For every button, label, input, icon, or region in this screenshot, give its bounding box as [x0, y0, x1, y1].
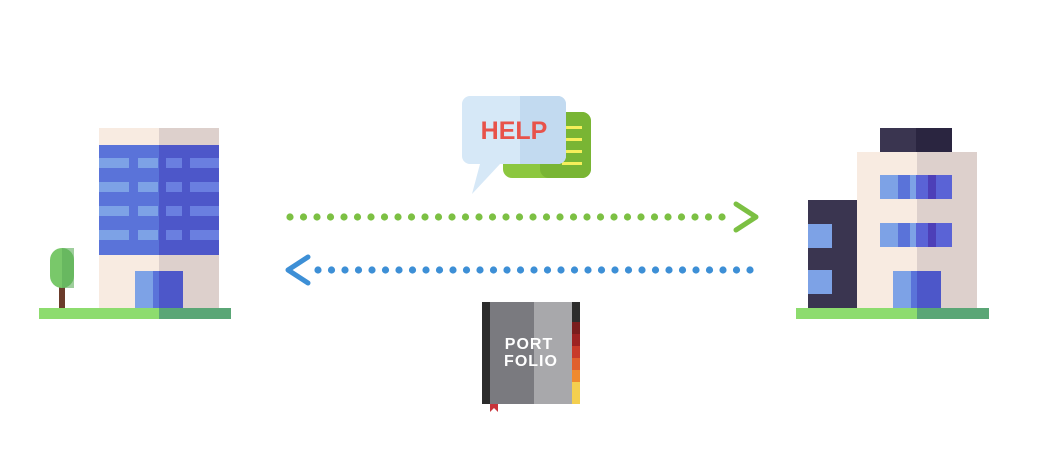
- green-arrow-dot: [502, 213, 510, 221]
- blue-arrow-dot: [557, 266, 565, 274]
- office-building-icon: [39, 128, 231, 319]
- green-arrow-dot: [434, 213, 443, 221]
- green-arrow-dot: [340, 213, 348, 221]
- green-arrow-dot: [448, 213, 456, 221]
- green-arrow-dot: [677, 213, 686, 221]
- arrow-left-icon: [285, 254, 754, 286]
- blue-arrow-dot: [719, 266, 727, 274]
- arrow-right-icon: [286, 201, 759, 233]
- green-arrow-dot: [664, 213, 672, 221]
- green-arrow-dot: [691, 213, 699, 221]
- blue-arrow-dot: [584, 266, 592, 274]
- tree-icon: [50, 248, 74, 308]
- green-arrow-dot: [596, 213, 605, 221]
- blue-arrow-dot: [368, 266, 376, 274]
- green-arrow-dot: [556, 213, 564, 221]
- green-arrow-dot: [461, 213, 470, 221]
- green-arrow-dot: [610, 213, 618, 221]
- blue-arrow-dot: [435, 266, 444, 274]
- green-arrow-dot: [313, 213, 321, 221]
- green-arrow-dot: [407, 213, 416, 221]
- blue-arrow-dot: [314, 266, 322, 274]
- blue-arrow-dot: [732, 266, 741, 274]
- green-arrow-dot: [623, 213, 632, 221]
- green-arrow-dot: [353, 213, 362, 221]
- green-arrow-dot: [704, 213, 713, 221]
- green-arrow-dot: [529, 213, 537, 221]
- blue-arrow-dot: [611, 266, 619, 274]
- blue-arrow-dot: [462, 266, 471, 274]
- blue-arrow-dot: [354, 266, 363, 274]
- help-chat-bubble-icon: HELP: [462, 96, 591, 194]
- blue-arrow-dot: [503, 266, 511, 274]
- green-arrow-dot: [488, 213, 497, 221]
- green-arrow-dot: [299, 213, 308, 221]
- green-arrow-dot: [367, 213, 375, 221]
- green-arrow-dot: [569, 213, 578, 221]
- blue-arrow-dot: [422, 266, 430, 274]
- green-arrow-dot: [421, 213, 429, 221]
- blue-arrow-dot: [746, 266, 754, 274]
- blue-arrow-dot: [705, 266, 714, 274]
- help-label: HELP: [481, 117, 548, 145]
- blue-arrow-dot: [597, 266, 606, 274]
- blue-arrow-dot: [449, 266, 457, 274]
- blue-arrow-dot: [543, 266, 552, 274]
- green-arrow-dot: [515, 213, 524, 221]
- green-arrow-dot: [286, 213, 294, 221]
- apartment-building-icon: [796, 128, 989, 319]
- green-arrow-dot: [326, 213, 335, 221]
- portfolio-book-icon: PORT FOLIO: [482, 302, 580, 412]
- blue-arrow-dot: [624, 266, 633, 274]
- blue-arrow-dot: [327, 266, 336, 274]
- blue-arrow-dot: [476, 266, 484, 274]
- blue-arrow-dot: [381, 266, 390, 274]
- blue-arrow-dot: [516, 266, 525, 274]
- blue-arrow-dot: [530, 266, 538, 274]
- green-arrow-dot: [394, 213, 402, 221]
- blue-arrow-dot: [408, 266, 417, 274]
- blue-arrow-dot: [665, 266, 673, 274]
- green-arrow-dot: [475, 213, 483, 221]
- green-arrow-dot: [637, 213, 645, 221]
- green-arrow-dot: [650, 213, 659, 221]
- portfolio-label-line2: FOLIO: [504, 353, 558, 370]
- portfolio-label-line1: PORT: [505, 336, 553, 353]
- green-arrow-dot: [542, 213, 551, 221]
- blue-arrow-dot: [570, 266, 579, 274]
- green-arrow-dot: [380, 213, 389, 221]
- blue-arrow-dot: [395, 266, 403, 274]
- blue-arrow-dot: [651, 266, 660, 274]
- blue-arrow-dot: [692, 266, 700, 274]
- green-arrow-dot: [718, 213, 726, 221]
- blue-arrow-dot: [341, 266, 349, 274]
- blue-arrow-dot: [678, 266, 687, 274]
- green-arrow-dot: [583, 213, 591, 221]
- blue-arrow-dot: [638, 266, 646, 274]
- blue-arrow-dot: [489, 266, 498, 274]
